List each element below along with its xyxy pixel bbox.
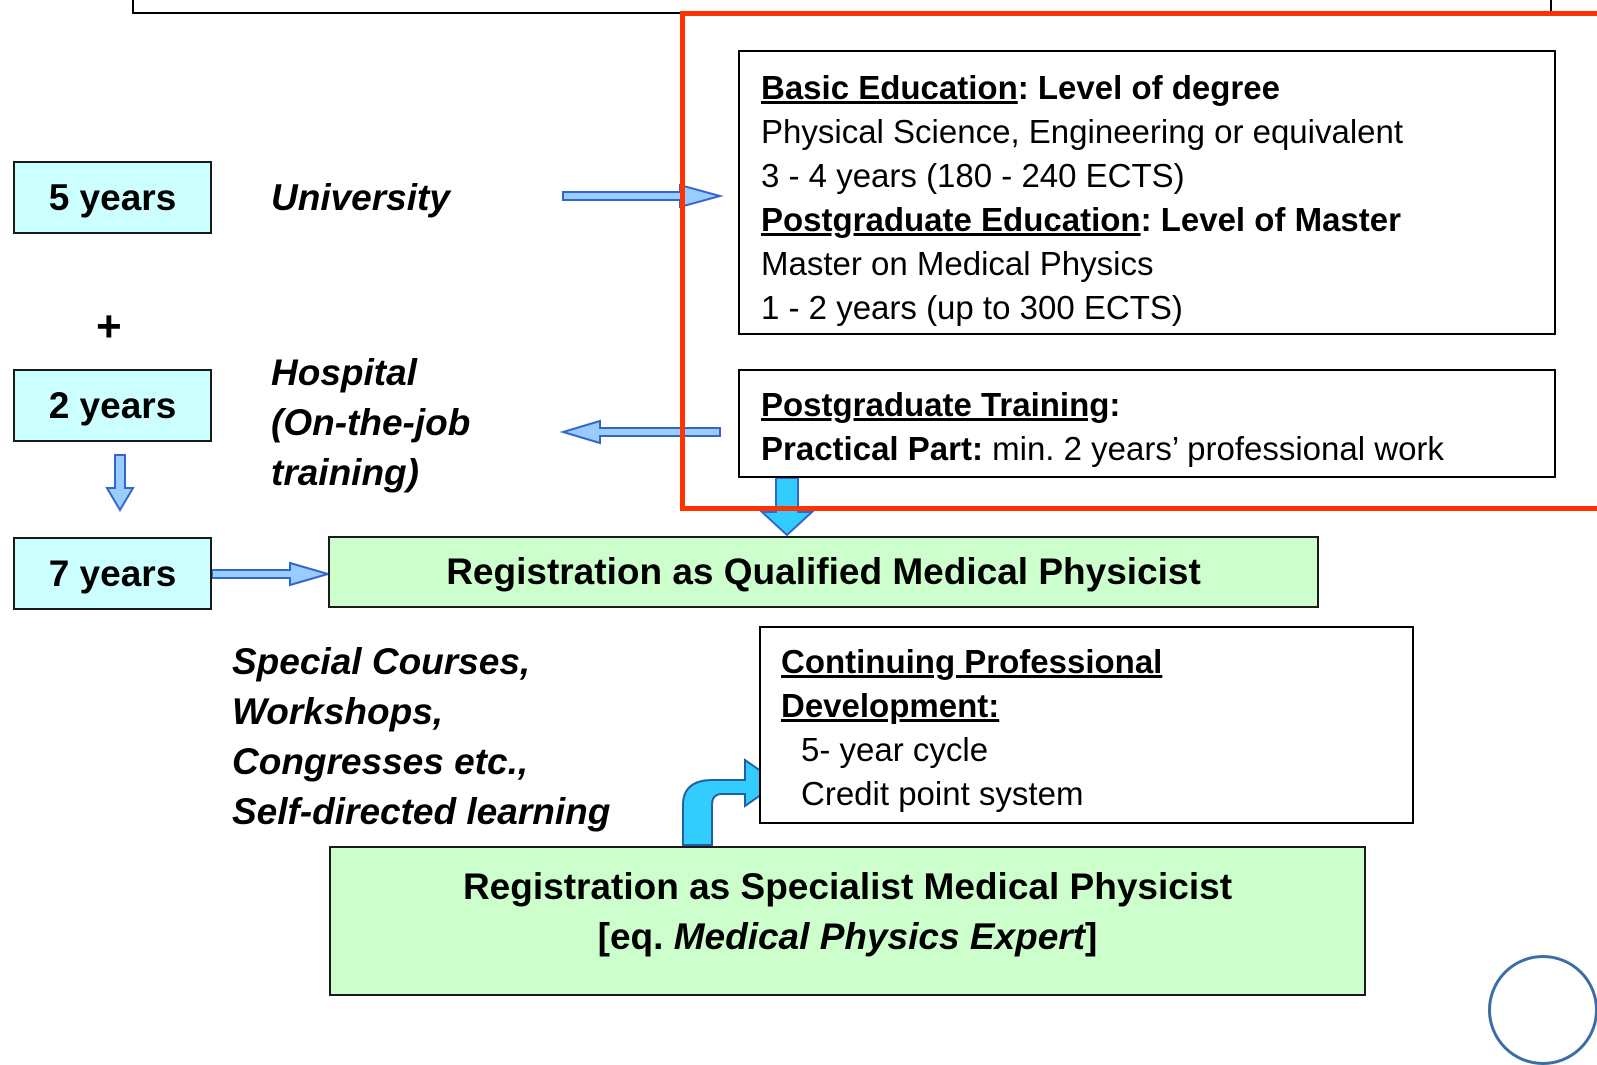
special-line-1: Special Courses, <box>232 641 531 682</box>
highlight-frame <box>680 11 1597 511</box>
training-title: Postgraduate Training <box>761 386 1110 423</box>
specialist-line-2-suffix: ] <box>1085 916 1098 957</box>
arrow-left-hospital <box>559 419 721 445</box>
postgraduate-education-title: Postgraduate Education <box>761 201 1141 238</box>
hospital-line-3: training) <box>271 452 419 493</box>
cpd-line-2: Credit point system <box>801 775 1084 812</box>
basic-education-title: Basic Education <box>761 69 1018 106</box>
specialist-line-2-italic: Medical Physics Expert <box>673 916 1086 957</box>
cpd-title-line-1: Continuing Professional <box>781 643 1163 680</box>
plus-sign: + <box>96 302 122 351</box>
basic-education-heading: Basic Education: Level of degree <box>761 66 1554 110</box>
practical-label: Practical Part: <box>761 430 983 467</box>
training-title-suffix: : <box>1109 386 1121 423</box>
arrow-right-registration <box>211 561 332 587</box>
box-2-years: 2 years <box>13 369 212 442</box>
training-heading: Postgraduate Training: <box>761 383 1554 427</box>
registration-specialist-line-2: [eq. Medical Physics Expert] <box>331 912 1364 962</box>
basic-education-line-1: Physical Science, Engineering or equival… <box>761 113 1404 150</box>
practical-text: min. 2 years’ professional work <box>982 430 1444 467</box>
registration-specialist-box: Registration as Specialist Medical Physi… <box>329 846 1366 996</box>
box-7-years: 7 years <box>13 537 212 610</box>
label-special-courses: Special Courses, Workshops, Congresses e… <box>232 637 610 837</box>
special-line-2: Workshops, <box>232 691 444 732</box>
basic-education-level: : Level of degree <box>1017 69 1280 106</box>
arrow-down-years <box>105 454 135 512</box>
cpd-line-1: 5- year cycle <box>801 731 989 768</box>
postgraduate-education-line-1: Master on Medical Physics <box>761 245 1154 282</box>
training-box: Postgraduate Training: Practical Part: m… <box>738 369 1556 478</box>
logo-partial-icon <box>1488 955 1597 1065</box>
box-5-years: 5 years <box>13 161 212 234</box>
training-practical: Practical Part: min. 2 years’ profession… <box>761 427 1554 471</box>
special-line-4: Self-directed learning <box>232 791 611 832</box>
hospital-line-1: Hospital <box>271 352 417 393</box>
label-university: University <box>271 177 450 218</box>
label-hospital: Hospital (On-the-job training) <box>271 348 470 498</box>
basic-education-line-2: 3 - 4 years (180 - 240 ECTS) <box>761 157 1185 194</box>
postgraduate-education-heading: Postgraduate Education: Level of Master <box>761 198 1554 242</box>
postgraduate-education-level: : Level of Master <box>1140 201 1401 238</box>
cpd-box: Continuing Professional Development: 5- … <box>759 626 1414 824</box>
postgraduate-education-line-2: 1 - 2 years (up to 300 ECTS) <box>761 289 1183 326</box>
cpd-title-line-2: Development: <box>781 687 1000 724</box>
box-2-years-label: 2 years <box>48 384 177 426</box>
box-5-years-label: 5 years <box>48 176 177 218</box>
special-line-3: Congresses etc., <box>232 741 529 782</box>
specialist-line-2-prefix: [eq. <box>597 916 674 957</box>
education-box: Basic Education: Level of degree Physica… <box>738 50 1556 335</box>
registration-specialist-line-1: Registration as Specialist Medical Physi… <box>462 866 1233 907</box>
registration-qualified-label: Registration as Qualified Medical Physic… <box>446 551 1201 592</box>
registration-qualified-box: Registration as Qualified Medical Physic… <box>328 536 1319 608</box>
hospital-line-2: (On-the-job <box>271 402 471 443</box>
box-7-years-label: 7 years <box>48 552 177 594</box>
